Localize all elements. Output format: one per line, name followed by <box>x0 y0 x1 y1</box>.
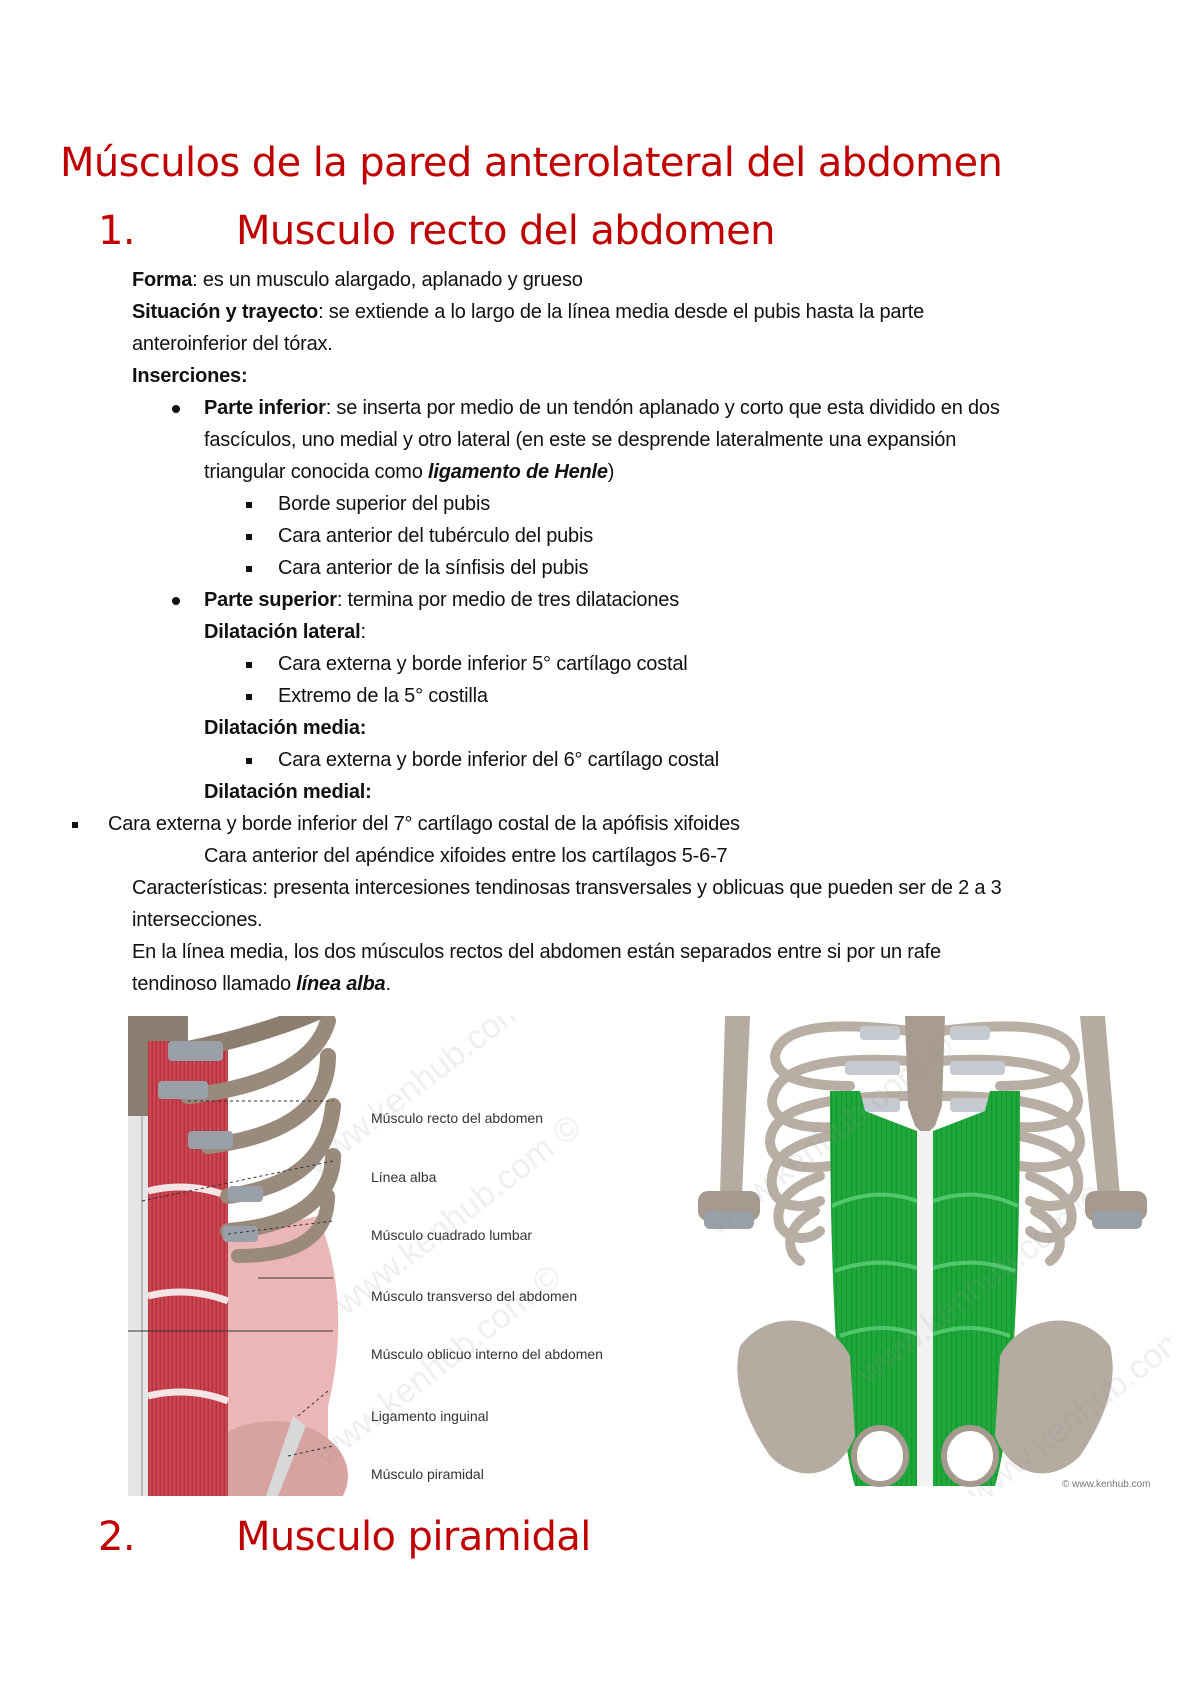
list-item: Cara anterior del tubérculo del pubis <box>278 525 594 547</box>
section-1-heading: 1. Musculo recto del abdomen <box>98 208 776 254</box>
colon: : <box>360 621 366 643</box>
section-2-number: 2. <box>98 1514 136 1560</box>
parte-inferior-label: Parte inferior <box>204 397 326 419</box>
square-bullet-icon <box>246 680 252 712</box>
figure-label: Línea alba <box>371 1169 437 1185</box>
dilatacion-medial-label-text: Dilatación medial: <box>204 781 372 803</box>
linea-media-line-2: tendinoso llamado línea alba. <box>132 968 391 1000</box>
figure-label: Músculo transverso del abdomen <box>371 1288 578 1304</box>
image-credit: © www.kenhub.com <box>1062 1479 1151 1490</box>
parte-superior-text: : termina por medio de tres dilataciones <box>336 589 679 611</box>
square-bullet-icon <box>246 520 252 552</box>
section-1-number: 1. <box>98 208 136 254</box>
linea-alba-term: línea alba <box>296 973 386 995</box>
forma-label: Forma <box>132 269 193 291</box>
square-bullet-icon <box>246 488 252 520</box>
parte-inferior-line-1: Parte inferior: se inserta por medio de … <box>204 392 1000 424</box>
bullet-dot-icon <box>172 596 180 605</box>
situacion-label: Situación y trayecto <box>132 301 319 323</box>
dilatacion-medial-label: Dilatación medial: <box>204 776 372 808</box>
section-2-title: Musculo piramidal <box>236 1514 591 1560</box>
square-bullet-icon <box>246 648 252 680</box>
parte-inferior-text-3a: triangular conocida como <box>204 461 429 483</box>
situacion-line: Situación y trayecto: se extiende a lo l… <box>132 296 924 328</box>
square-bullet-icon <box>246 744 252 776</box>
anatomy-figure-lateral: www.kenhub.com © www.kenhub.com © www.ke… <box>128 1016 658 1496</box>
section-1-title: Musculo recto del abdomen <box>236 208 776 254</box>
forma-text: : es un musculo alargado, aplanado y gru… <box>192 269 583 291</box>
situacion-line-2: anteroinferior del tórax. <box>132 333 333 355</box>
figure-label: Músculo piramidal <box>371 1466 484 1482</box>
inserciones-label: Inserciones: <box>132 360 248 392</box>
linea-media-text: tendinoso llamado <box>132 973 297 995</box>
parte-superior-label: Parte superior <box>204 589 337 611</box>
figure-label: Músculo recto del abdomen <box>371 1110 543 1126</box>
figure-label: Ligamento inguinal <box>371 1408 489 1424</box>
dilatacion-lateral-label: Dilatación lateral: <box>204 616 366 648</box>
list-item: Cara anterior de la sínfisis del pubis <box>278 557 589 579</box>
parte-inferior-line-2: fascículos, uno medial y otro lateral (e… <box>204 429 957 451</box>
list-item: Extremo de la 5° costilla <box>278 685 488 707</box>
page-title: Músculos de la pared anterolateral del a… <box>60 140 1003 186</box>
list-item: Cara externa y borde inferior 5° cartíla… <box>278 653 688 675</box>
caracteristicas-line-2: intersecciones. <box>132 909 263 931</box>
parte-inferior-line-3: triangular conocida como ligamento de He… <box>204 456 614 488</box>
anatomy-figure-anterior: www.kenhub.com © www.kenhub.com © www.ke… <box>680 1016 1170 1496</box>
square-bullet-icon <box>72 808 78 840</box>
period: . <box>385 973 391 995</box>
square-bullet-icon <box>246 552 252 584</box>
linea-media-line-1: En la línea media, los dos músculos rect… <box>132 941 941 963</box>
skeleton-rectus-illustration-icon <box>698 1016 1147 1487</box>
figure-label: Músculo oblicuo interno del abdomen <box>371 1346 603 1362</box>
dilatacion-lateral-label-text: Dilatación lateral <box>204 621 361 643</box>
bullet-dot-icon <box>172 404 180 413</box>
list-item: Borde superior del pubis <box>278 493 490 515</box>
situacion-text: : se extiende a lo largo de la línea med… <box>318 301 925 323</box>
bullet-parte-superior <box>172 584 180 616</box>
caracteristicas-line-1: Características: presenta intercesiones … <box>132 877 1002 899</box>
parte-superior-line: Parte superior: termina por medio de tre… <box>204 584 679 616</box>
inserciones-label-text: Inserciones: <box>132 365 248 387</box>
section-2-heading: 2. Musculo piramidal <box>98 1514 591 1560</box>
forma-line: Forma: es un musculo alargado, aplanado … <box>132 264 583 296</box>
bullet-parte-inferior <box>172 392 180 424</box>
dilatacion-media-label: Dilatación media: <box>204 712 366 744</box>
list-item: Cara externa y borde inferior del 6° car… <box>278 749 719 771</box>
apendice-xifoides-line: Cara anterior del apéndice xifoides entr… <box>204 845 728 867</box>
parte-inferior-text: : se inserta por medio de un tendón apla… <box>325 397 1000 419</box>
dilatacion-media-label-text: Dilatación media: <box>204 717 367 739</box>
parte-inferior-text-3b: ) <box>607 461 615 483</box>
ligamento-henle-term: ligamento de Henle <box>428 461 608 483</box>
figure-label: Músculo cuadrado lumbar <box>371 1227 533 1243</box>
list-item: Cara externa y borde inferior del 7° car… <box>108 813 740 835</box>
rectus-abdominis-illustration-icon <box>128 1016 348 1496</box>
